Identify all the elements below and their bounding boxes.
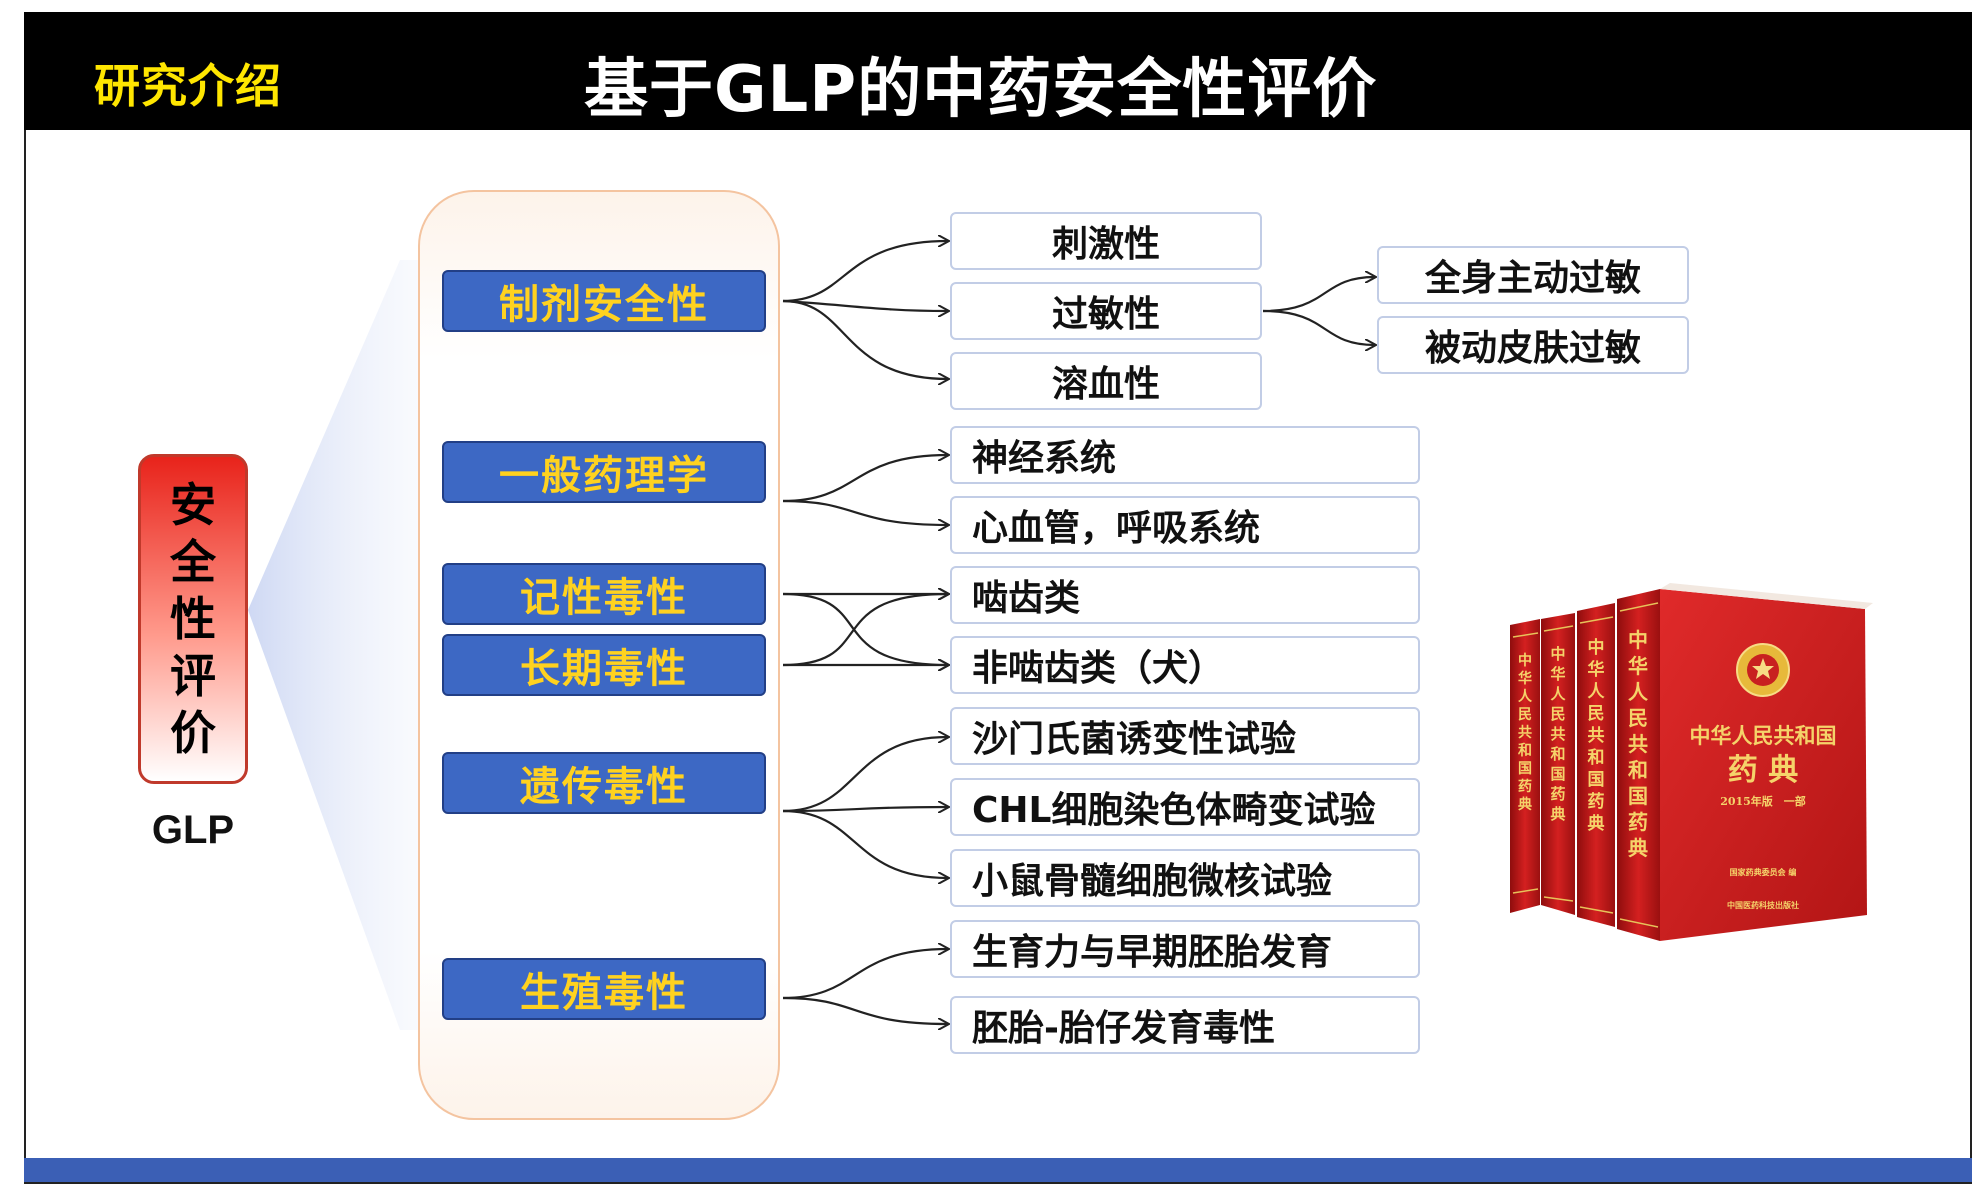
svg-text:华: 华 — [1628, 654, 1648, 678]
connector — [1262, 309, 1375, 345]
svg-text:共: 共 — [1518, 724, 1532, 741]
svg-text:共: 共 — [1550, 725, 1565, 743]
svg-text:民: 民 — [1628, 706, 1648, 730]
svg-text:药: 药 — [1628, 810, 1648, 834]
svg-text:和: 和 — [1518, 743, 1532, 759]
item-chl-chromosome-aberration: CHL细胞染色体畸变试验 — [950, 778, 1420, 836]
item-rodents: 啮齿类 — [950, 566, 1420, 624]
national-emblem-icon — [1736, 643, 1790, 697]
connector — [782, 499, 948, 525]
svg-text:药: 药 — [1550, 785, 1565, 803]
connector — [782, 299, 948, 311]
item-micronucleus-test: 小鼠骨髓细胞微核试验 — [950, 849, 1420, 907]
svg-text:药: 药 — [1588, 791, 1605, 812]
svg-text:中华人民共和国: 中华人民共和国 — [1690, 723, 1837, 748]
svg-text:国: 国 — [1628, 784, 1648, 808]
svg-text:典: 典 — [1588, 813, 1605, 834]
connector — [1262, 277, 1375, 313]
svg-text:药: 药 — [1518, 778, 1532, 795]
category-long-term-toxicity: 长期毒性 — [442, 634, 766, 696]
svg-text:共: 共 — [1628, 732, 1648, 756]
connector — [782, 996, 948, 1024]
svg-text:典: 典 — [1628, 836, 1648, 860]
item-non-rodents-dog: 非啮齿类（犬） — [950, 636, 1420, 694]
connector — [782, 807, 948, 811]
connector — [782, 737, 948, 813]
category-genotoxicity: 遗传毒性 — [442, 752, 766, 814]
item-ames-test: 沙门氏菌诱变性试验 — [950, 707, 1420, 765]
root-char: 价 — [170, 705, 216, 760]
item-hemolysis: 溶血性 — [950, 352, 1262, 410]
svg-text:华: 华 — [1588, 659, 1605, 680]
svg-text:人: 人 — [1518, 688, 1533, 705]
svg-text:中: 中 — [1588, 637, 1605, 658]
svg-text:中: 中 — [1550, 645, 1565, 663]
svg-text:和: 和 — [1628, 758, 1648, 782]
svg-text:和: 和 — [1588, 748, 1605, 768]
svg-text:民: 民 — [1588, 704, 1605, 724]
footer-bar — [24, 1158, 1972, 1182]
section-label: 研究介绍 — [94, 59, 282, 113]
connector — [782, 455, 948, 503]
item-irritation: 刺激性 — [950, 212, 1262, 270]
sub-item-active-systemic-anaphylaxis: 全身主动过敏 — [1377, 246, 1689, 304]
connector — [782, 592, 948, 665]
root-node: 安 全 性 评 价 — [138, 454, 248, 784]
category-general-pharmacology: 一般药理学 — [442, 441, 766, 503]
item-nervous-system: 神经系统 — [950, 426, 1420, 484]
svg-text:国: 国 — [1550, 765, 1565, 783]
svg-text:国: 国 — [1518, 761, 1532, 777]
svg-text:中: 中 — [1628, 628, 1648, 652]
svg-text:药 典: 药 典 — [1728, 753, 1798, 788]
item-embryo-fetal-toxicity: 胚胎-胎仔发育毒性 — [950, 996, 1420, 1054]
svg-text:典: 典 — [1518, 796, 1532, 813]
svg-text:人: 人 — [1588, 682, 1606, 702]
connector — [782, 241, 948, 303]
svg-text:华: 华 — [1518, 670, 1532, 687]
svg-text:人: 人 — [1550, 685, 1566, 703]
svg-text:人: 人 — [1628, 680, 1649, 704]
spine-text: 中 — [1518, 652, 1532, 669]
svg-text:典: 典 — [1550, 805, 1565, 823]
category-acute-toxicity: 记性毒性 — [442, 563, 766, 625]
svg-text:共: 共 — [1588, 726, 1605, 746]
svg-text:民: 民 — [1518, 707, 1532, 723]
category-reproductive-toxicity: 生殖毒性 — [442, 958, 766, 1020]
svg-text:2015年版 一部: 2015年版 一部 — [1720, 794, 1806, 808]
connector — [782, 809, 948, 878]
slide-title: 基于GLP的中药安全性评价 — [584, 53, 1378, 127]
connector — [782, 299, 948, 379]
svg-text:和: 和 — [1550, 745, 1565, 763]
category-formulation-safety: 制剂安全性 — [442, 270, 766, 332]
root-char: 评 — [170, 648, 216, 703]
svg-text:国: 国 — [1588, 770, 1605, 790]
root-char: 安 — [170, 477, 216, 532]
root-char: 性 — [170, 591, 216, 646]
connector — [782, 949, 948, 1000]
root-char: 全 — [170, 534, 216, 589]
header-bar: 研究介绍 基于GLP的中药安全性评价 — [24, 12, 1972, 130]
svg-text:民: 民 — [1550, 705, 1565, 723]
svg-text:华: 华 — [1550, 665, 1565, 683]
root-caption: GLP — [151, 808, 235, 852]
svg-text:中国医药科技出版社: 中国医药科技出版社 — [1727, 900, 1799, 910]
connector — [782, 594, 948, 667]
pharmacopoeia-books-image: 中 华 人 民 共 和 国 药 典 中 华 人 民 共 和 国 药 典 中 华 … — [1510, 583, 1873, 941]
sub-item-passive-cutaneous-anaphylaxis: 被动皮肤过敏 — [1377, 316, 1689, 374]
svg-text:国家药典委员会 编: 国家药典委员会 编 — [1730, 867, 1797, 877]
item-cardiovascular-respiratory: 心血管，呼吸系统 — [950, 496, 1420, 554]
item-fertility-early-embryo: 生育力与早期胚胎发育 — [950, 920, 1420, 978]
item-allergenicity: 过敏性 — [950, 282, 1262, 340]
